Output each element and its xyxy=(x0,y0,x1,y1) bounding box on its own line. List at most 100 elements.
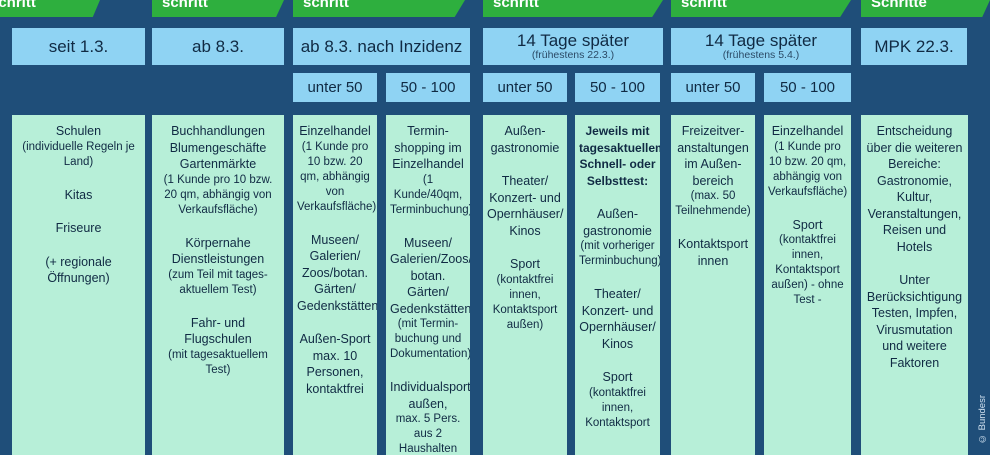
phase-date-label: 14 Tage später xyxy=(516,31,630,50)
phase-date-label: 14 Tage später xyxy=(704,31,818,50)
incidence-header: unter 50 xyxy=(483,73,567,102)
measures-column: Einzelhandel (1 Kunde pro 10 bzw. 20 qm, … xyxy=(764,115,851,455)
step-banner-label: schritt xyxy=(681,0,727,11)
measure-title: Einzelhandel xyxy=(771,124,844,138)
measure-detail: (zum Teil mit tages-aktuellem Test) xyxy=(168,268,268,296)
step-banner: schritt xyxy=(671,0,851,17)
measure-title: Außen-gastronomie xyxy=(490,124,560,155)
measure-title: Termin-shopping im Einzelhandel xyxy=(392,124,464,171)
measure-title: Sport xyxy=(510,257,540,271)
measure-title: Museen/ Galerien/ Zoos/botan. Gärten/ Ge… xyxy=(297,232,377,313)
step-banner: schritt xyxy=(152,0,284,17)
measures-column: Buchhandlungen Blumengeschäfte Gartenmär… xyxy=(152,115,284,455)
measure-title: Kontaktsport innen xyxy=(677,237,749,268)
measure-title: Außen-Sport max. 10 Personen, kontaktfre… xyxy=(299,332,371,396)
phase-date: 14 Tage später(frühestens 5.4.) xyxy=(671,28,851,65)
measure-item: Termin-shopping im Einzelhandel(1 Kunde/… xyxy=(390,123,470,218)
measure-item: Unter Berücksichtigung Testen, Impfen, V… xyxy=(865,272,964,371)
measure-detail: (mit vorheriger Terminbuchung) xyxy=(579,240,660,267)
measure-title: (+ regionale Öffnungen) xyxy=(45,254,112,286)
measure-title: Schulen xyxy=(55,124,102,138)
measure-detail: (kontaktfrei innen, Kontaktsport außen) … xyxy=(771,234,844,306)
measure-detail: (individuelle Regeln je Land) xyxy=(22,140,135,168)
measure-item: Museen/ Galerien/ Zoos/botan. Gärten/ Ge… xyxy=(297,232,377,315)
measure-item: Fahr- und Flugschulen(mit tagesaktuellem… xyxy=(156,315,280,378)
measure-item: Friseure xyxy=(16,220,141,237)
measure-item: Außen-gastronomie xyxy=(487,123,563,156)
measure-detail: (mit Termin-buchung und Dokumentation) xyxy=(390,318,470,360)
measure-item: Theater/ Konzert- und Opernhäuser/ Kinos xyxy=(579,286,656,352)
measure-title: Entscheidung über die weiteren Bereiche:… xyxy=(866,124,963,254)
measure-item: Sport(kontaktfrei innen, Kontaktsport xyxy=(579,369,656,431)
measures-column: Freizeitver-anstaltungen im Außen-bereic… xyxy=(671,115,755,455)
step-banner-label: schritt xyxy=(493,0,539,11)
phase-date: ab 8.3. xyxy=(152,28,284,65)
measures-column: Schulen(individuelle Regeln je Land)Kita… xyxy=(12,115,145,455)
incidence-header: unter 50 xyxy=(671,73,755,102)
step-banner: schritt xyxy=(293,0,465,17)
measure-detail: (1 Kunde/40qm, Terminbuchung) xyxy=(390,173,470,216)
phase-date-note: (frühestens 22.3.) xyxy=(531,49,615,61)
measure-detail: (kontaktfrei innen, Kontaktsport außen) xyxy=(492,273,558,331)
measure-item: Theater/ Konzert- und Opernhäuser/ Kinos xyxy=(487,173,563,239)
measures-column: Termin-shopping im Einzelhandel(1 Kunde/… xyxy=(386,115,470,455)
measure-title: Museen/ Galerien/Zoos/ botan. Gärten/ Ge… xyxy=(390,235,470,316)
step-banner-label: schritt xyxy=(0,0,36,11)
measure-item: Außen-Sport max. 10 Personen, kontaktfre… xyxy=(297,331,373,397)
measure-title: Theater/ Konzert- und Opernhäuser/ Kinos xyxy=(579,287,656,351)
incidence-header: unter 50 xyxy=(293,73,377,102)
measure-detail: max. 5 Pers. aus 2 Haushalten (bzw. max. xyxy=(395,413,461,455)
copyright-text: © Bundesr xyxy=(977,395,988,445)
measure-title: Friseure xyxy=(55,221,102,235)
measures-column: Einzelhandel (1 Kunde pro 10 bzw. 20 qm, … xyxy=(293,115,377,455)
measure-item: Kontaktsport innen xyxy=(675,236,751,269)
measure-title: Individualsport außen, xyxy=(390,380,470,411)
measure-title: Einzelhandel xyxy=(299,124,371,138)
incidence-header: 50 - 100 xyxy=(764,73,851,102)
phase-date: 14 Tage später(frühestens 22.3.) xyxy=(483,28,663,65)
measure-item: Außen-gastronomie(mit vorheriger Terminb… xyxy=(579,206,660,269)
measure-item: (+ regionale Öffnungen) xyxy=(16,254,141,287)
measure-item: Sport (kontaktfrei innen, Kontaktsport au… xyxy=(768,217,847,309)
measure-item: Individualsport außen,max. 5 Pers. aus 2… xyxy=(390,379,470,455)
measures-column: Jeweils mit tagesaktuellem Schnell- oder… xyxy=(575,115,660,455)
measure-title: Sport xyxy=(602,370,633,384)
measure-item: Buchhandlungen Blumengeschäfte Gartenmär… xyxy=(156,123,280,218)
measure-detail: (1 Kunde pro 10 bzw. 20 qm, abhängig von… xyxy=(768,140,848,198)
step-banner: schritt xyxy=(483,0,663,17)
phase-date: seit 1.3. xyxy=(12,28,145,65)
measure-title: Außen-gastronomie xyxy=(583,207,652,238)
step-banner-label: schritt xyxy=(303,0,349,11)
phase-date-label: MPK 22.3. xyxy=(874,36,954,56)
measure-title: Körpernahe Dienstleistungen xyxy=(171,235,265,267)
measure-title: Sport xyxy=(792,217,823,232)
measure-item: Entscheidung über die weiteren Bereiche:… xyxy=(865,123,964,255)
measure-item: Körpernahe Dienstleistungen(zum Teil mit… xyxy=(156,235,280,298)
measure-detail: (max. 50 Teilnehmende) xyxy=(675,190,751,217)
step-banner: Schritte xyxy=(861,0,990,17)
incidence-header: 50 - 100 xyxy=(575,73,660,102)
phase-date-label: seit 1.3. xyxy=(48,36,109,56)
step-banner: schritt xyxy=(0,0,100,17)
measure-title: Unter Berücksichtigung Testen, Impfen, V… xyxy=(866,273,963,370)
measures-column: Entscheidung über die weiteren Bereiche:… xyxy=(861,115,968,455)
measure-title: Buchhandlungen Blumengeschäfte Gartenmär… xyxy=(169,124,267,171)
measure-title: Freizeitver-anstaltungen im Außen-bereic… xyxy=(677,124,749,188)
measure-title: Fahr- und Flugschulen xyxy=(184,315,252,347)
measure-item: Einzelhandel (1 Kunde pro 10 bzw. 20 qm, … xyxy=(297,123,377,215)
phase-date-note: (frühestens 5.4.) xyxy=(722,49,800,61)
phase-date-label: ab 8.3. nach Inzidenz xyxy=(300,36,463,56)
measure-detail: (mit tagesaktuellem Test) xyxy=(168,348,268,376)
measure-item: Sport (kontaktfrei innen, Kontaktsport au… xyxy=(487,256,563,333)
measure-title: Theater/ Konzert- und Opernhäuser/ Kinos xyxy=(487,174,564,238)
incidence-header: 50 - 100 xyxy=(386,73,470,102)
measure-item: Schulen (individuelle Regeln je Land) xyxy=(16,123,141,170)
measure-item: Museen/ Galerien/Zoos/ botan. Gärten/ Ge… xyxy=(390,235,470,363)
measure-item: Freizeitver-anstaltungen im Außen-bereic… xyxy=(675,123,751,219)
measure-detail: (1 Kunde pro 10 bzw. 20 qm, abhängig von… xyxy=(297,140,377,213)
phase-date: ab 8.3. nach Inzidenz xyxy=(293,28,470,65)
measure-detail: (1 Kunde pro 10 bzw. 20 qm, abhängig von… xyxy=(163,173,273,216)
phase-date: MPK 22.3. xyxy=(861,28,967,65)
measure-item: Einzelhandel (1 Kunde pro 10 bzw. 20 qm, … xyxy=(768,123,847,200)
phase-date-label: ab 8.3. xyxy=(192,36,244,56)
